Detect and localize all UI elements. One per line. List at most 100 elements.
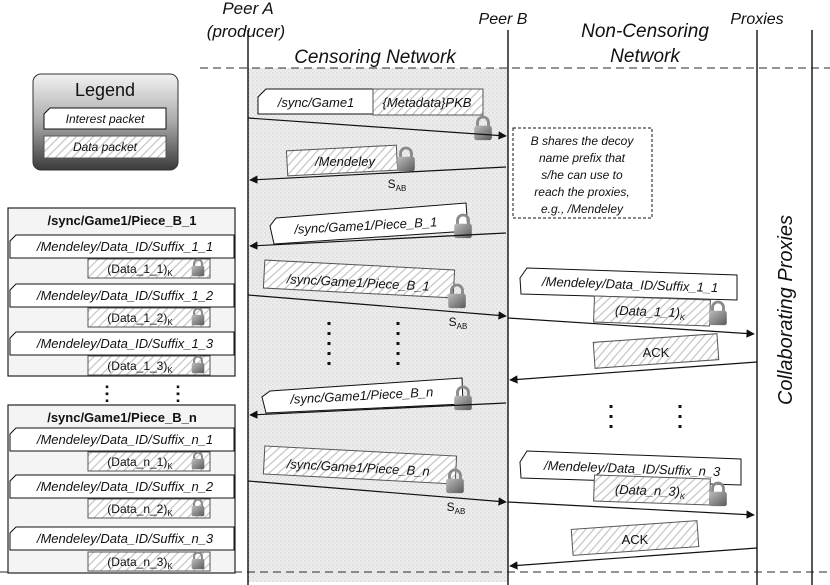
r2-arrow [507,501,755,519]
ellipsis-left-4: : [175,386,181,406]
m6-arrow [247,480,507,506]
data-packet-shape [43,135,167,159]
note-line-5: e.g., /Mendeley [541,202,624,216]
group2-row-2: /Mendeley/Data_ID/Suffix_n_2 (Data_n_2)K [9,474,235,519]
interest-packet-shape [43,107,167,130]
group1-row2-name: /Mendeley/Data_ID/Suffix_1_2 [36,288,214,303]
group1-row1-data: (Data_1_1) [107,262,167,276]
group2-row1-name: /Mendeley/Data_ID/Suffix_n_1 [36,432,213,447]
r2-sub: K [680,492,686,501]
r2-name: /Mendeley/Data_ID/Suffix_n_3 [543,458,722,479]
r1-name: /Mendeley/Data_ID/Suffix_1_1 [541,274,719,295]
group2-row2-name: /Mendeley/Data_ID/Suffix_n_2 [36,479,214,494]
note-line-2: name prefix that [539,151,626,165]
group1-row1-name: /Mendeley/Data_ID/Suffix_1_1 [36,239,213,254]
ellipsis-left-3: : [175,379,181,399]
m4-sab: S [449,315,457,329]
proxy-request-2: /Mendeley/Data_ID/Suffix_n_3 (Data_n_3)K [507,450,755,519]
message-piece-b-1-data: /sync/Game1/Piece_B_1 SAB [247,259,507,331]
note-line-3: s/he can use to [541,168,623,182]
ack-2-label: ACK [622,532,649,547]
m2-sab: S [388,177,396,191]
ack-1-arrow [509,361,758,384]
peer-a-sublabel: (producer) [207,22,285,41]
m5-arrow [249,402,507,419]
message-piece-b-n-data: /sync/Game1/Piece_B_n SAB [247,445,507,516]
lock-icon [707,481,729,508]
proxy-request-1: /Mendeley/Data_ID/Suffix_1_1 (Data_1_1)K [507,267,755,338]
m3-arrow [249,232,507,250]
group2-row3-name: /Mendeley/Data_ID/Suffix_n_3 [36,531,214,546]
non-censoring-label-2: Network [610,46,681,67]
piece-b-1-group: /sync/Game1/Piece_B_1 /Mendeley/Data_ID/… [7,207,236,377]
group2-row3-data: (Data_n_3) [107,555,167,569]
m1-meta: {Metadata}PKB [383,95,472,110]
message-mendeley: /Mendeley SAB [249,144,507,193]
censoring-network-label: Censoring Network [294,47,457,68]
piece-b-n-group: /sync/Game1/Piece_B_n /Mendeley/Data_ID/… [7,404,236,574]
message-sync-game1: /sync/Game1 {Metadata}PKB [247,88,507,142]
group2-row-1: /Mendeley/Data_ID/Suffix_n_1 (Data_n_1)K [9,427,235,472]
m1-name: /sync/Game1 [277,95,355,110]
group1-row-2: /Mendeley/Data_ID/Suffix_1_2 (Data_1_2)K [9,283,235,328]
svg-text:(Data_n_2)K: (Data_n_2)K [107,502,173,518]
group1-row2-data: (Data_1_2) [107,311,167,325]
ellipsis-left-1: : [104,379,110,399]
note-line-1: B shares the decoy [531,134,635,148]
ack-2: ACK [509,520,758,570]
m2-sab-sub: AB [396,184,407,193]
r1-arrow [507,317,755,338]
r1-sub: K [680,313,686,322]
svg-text:SAB: SAB [388,177,407,193]
peer-a-label: Peer A [222,0,273,18]
ellipsis-right [609,405,682,430]
group2-row2-data: (Data_n_2) [107,502,167,516]
group2-row2-sub: K [167,509,173,518]
note-box: B shares the decoy name prefix that s/he… [512,127,653,219]
peer-b-label: Peer B [479,11,528,28]
group1-row2-sub: K [167,318,173,327]
legend: Legend Interest packet Data packet [32,73,179,171]
note-line-4: reach the proxies, [534,185,629,199]
svg-text:(Data_n_3)K: (Data_n_3)K [107,555,173,571]
ack-2-arrow [509,547,758,570]
svg-text:(Data_1_3)K: (Data_1_3)K [107,359,173,375]
group2-row1-sub: K [167,462,173,471]
message-piece-b-n-interest: /sync/Game1/Piece_B_n [249,377,507,419]
collaborating-proxies-label: Collaborating Proxies [775,215,797,405]
group2-row3-sub: K [167,562,173,571]
m2-label: /Mendeley [314,154,376,169]
svg-text:(Data_n_1)K: (Data_n_1)K [107,455,173,471]
ellipsis-centre [327,322,400,368]
ack-1-label: ACK [643,345,670,360]
legend-title: Legend [75,80,135,100]
m4-sab-sub: AB [457,322,468,331]
group2-row1-data: (Data_n_1) [107,455,167,469]
group1-row-1: /Mendeley/Data_ID/Suffix_1_1 (Data_1_1)K [9,234,235,279]
legend-interest-label: Interest packet [66,112,145,126]
m6-sab: S [447,500,455,514]
message-piece-b-1-interest: /sync/Game1/Piece_B_1 [249,202,507,250]
r2-data: (Data_n_3) [615,482,681,499]
svg-text:SAB: SAB [447,500,466,516]
svg-text:(Data_1_1)K: (Data_1_1)K [615,303,687,322]
censoring-network-region [248,68,508,582]
svg-text:SAB: SAB [449,315,468,331]
group1-row3-sub: K [167,366,173,375]
m1-arrow [247,117,507,140]
proxies-label: Proxies [730,11,783,28]
m6-sab-sub: AB [455,507,466,516]
svg-text:(Data_n_3)K: (Data_n_3)K [615,482,687,501]
svg-text:(Data_1_1)K: (Data_1_1)K [107,262,173,278]
r1-data: (Data_1_1) [615,303,681,320]
group2-row-3: /Mendeley/Data_ID/Suffix_n_3 (Data_n_3)K [9,526,235,572]
group1-title: /sync/Game1/Piece_B_1 [48,213,197,228]
group1-row3-data: (Data_1_3) [107,359,167,373]
group1-row3-name: /Mendeley/Data_ID/Suffix_1_3 [36,336,214,351]
svg-text:(Data_1_2)K: (Data_1_2)K [107,311,173,327]
group1-row-3: /Mendeley/Data_ID/Suffix_1_3 (Data_1_3)K [9,331,235,376]
m2-arrow [249,166,507,184]
non-censoring-label-1: Non-Censoring [581,21,709,42]
